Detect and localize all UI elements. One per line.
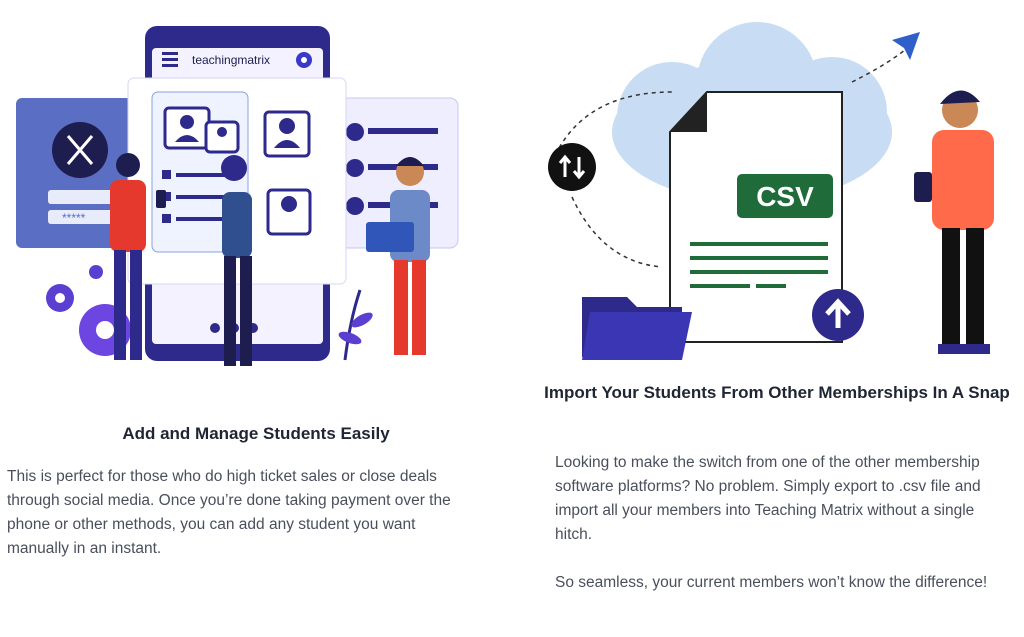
import-students-illustration: CSV [542,22,1022,362]
user-card-icon [163,106,211,150]
upload-arrow-icon [812,289,864,341]
feature-add-manage: ***** teachingmatrix [7,20,480,557]
app-logo-text: teachingmatrix [192,53,270,67]
add-students-illustration: ***** teachingmatrix [10,20,480,380]
feature-title: Add and Manage Students Easily [122,424,390,443]
transfer-arrows-icon [548,143,596,191]
paper-plane-icon [892,32,920,60]
password-mask: ***** [62,211,86,225]
menu-icon [162,52,178,67]
feature-description: Looking to make the switch from one of t… [555,454,981,543]
logo-x-icon [52,122,108,178]
csv-badge [737,174,833,218]
folder-icon [582,297,692,360]
feature-import: CSV Import [512,0,1024,637]
csv-badge-text: CSV [756,181,814,212]
gear-icon [296,52,312,68]
feature-description-secondary: So seamless, your current members won’t … [555,574,988,591]
feature-title: Import Your Students From Other Membersh… [544,383,1010,402]
feature-description: This is perfect for those who do high ti… [7,468,451,557]
